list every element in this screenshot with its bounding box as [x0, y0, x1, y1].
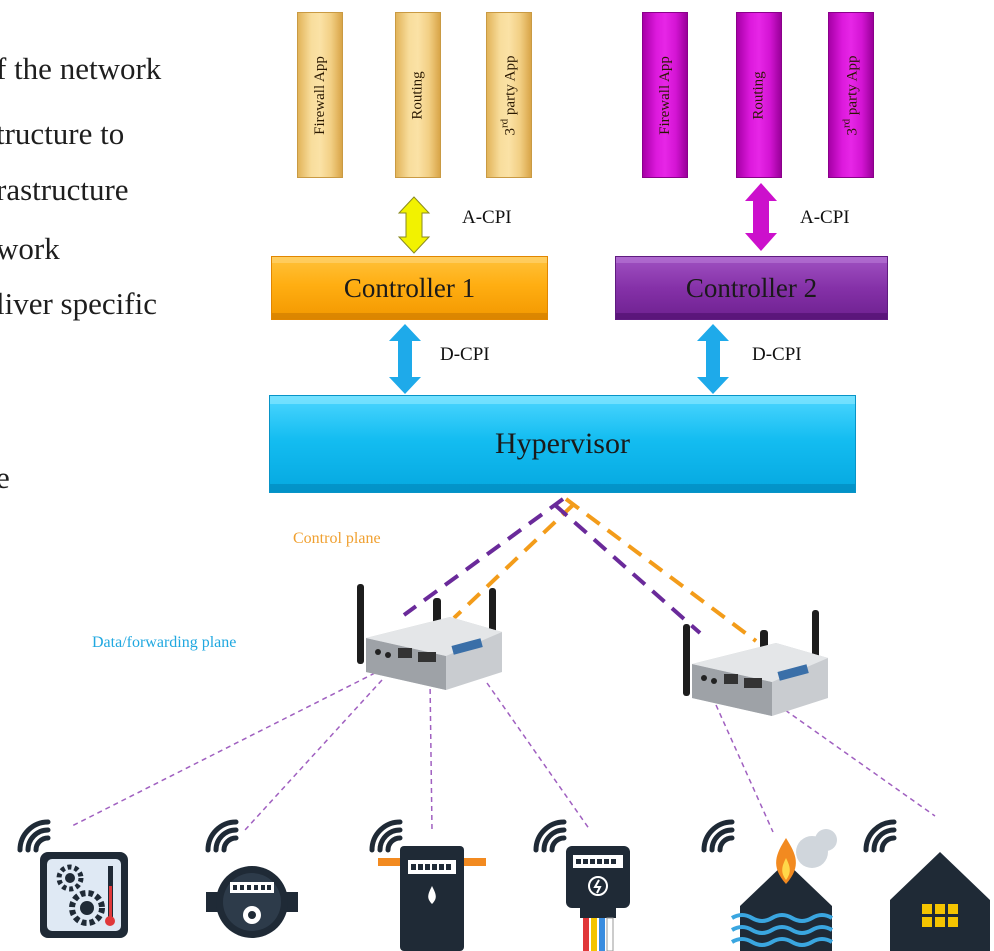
acpi-arrow-1 — [397, 196, 431, 254]
acpi-label-1: A-CPI — [462, 207, 512, 228]
controller-2[interactable]: Controller 2 — [615, 256, 888, 320]
app-routing-1-label: Routing — [409, 70, 426, 120]
smart-house-icon — [866, 822, 990, 951]
gas-meter-icon — [372, 822, 486, 951]
dcpi-arrow-1 — [389, 324, 421, 394]
dash-purple-right — [553, 503, 702, 635]
dcpi-label-2: D-CPI — [752, 344, 802, 365]
dash-orange-right — [564, 497, 758, 643]
app-routing-2[interactable]: Routing — [736, 12, 782, 178]
app-routing-2-label: Routing — [750, 70, 767, 120]
app-third-party-1[interactable]: 3rd party App — [486, 12, 532, 178]
thermostat-device-icon — [20, 822, 128, 938]
dash-purple-left — [402, 497, 565, 617]
side-text-line-4: work — [0, 231, 60, 266]
dcpi-label-1: D-CPI — [440, 344, 490, 365]
side-text-line-1: f the network — [0, 51, 162, 86]
controller-1-label: Controller 1 — [343, 272, 476, 303]
app-firewall-1-label: Firewall App — [311, 55, 328, 135]
app-routing-1[interactable]: Routing — [395, 12, 441, 178]
house-gas-water-icon — [704, 822, 837, 951]
app-third-party-2-label: 3rd party App — [840, 55, 861, 135]
hypervisor-label: Hypervisor — [495, 427, 630, 460]
device-links — [71, 672, 936, 833]
control-plane-label: Control plane — [293, 530, 381, 547]
side-text-line-3: rastructure — [0, 172, 129, 207]
data-plane-label: Data/forwarding plane — [92, 634, 237, 651]
router-icon-2 — [683, 610, 828, 716]
app-firewall-2-label: Firewall App — [656, 55, 673, 135]
side-text-line-6: e — [0, 460, 10, 495]
acpi-label-2: A-CPI — [800, 207, 850, 228]
side-text-line-2: tructure to — [0, 116, 125, 151]
app-third-party-2[interactable]: 3rd party App — [828, 12, 874, 178]
acpi-arrow-2 — [745, 183, 777, 251]
electric-meter-icon — [536, 822, 630, 951]
app-firewall-1[interactable]: Firewall App — [297, 12, 343, 178]
app-firewall-2[interactable]: Firewall App — [642, 12, 688, 178]
hypervisor[interactable]: Hypervisor — [269, 395, 856, 493]
control-plane-lines — [402, 497, 758, 643]
dash-orange-left — [452, 502, 576, 620]
controller-1[interactable]: Controller 1 — [271, 256, 548, 320]
app-third-party-1-label: 3rd party App — [498, 55, 519, 135]
router-icon-1 — [357, 584, 502, 690]
dcpi-arrow-2 — [697, 324, 729, 394]
side-text-line-5: liver specific — [0, 286, 157, 321]
water-meter-icon — [206, 822, 298, 938]
controller-2-label: Controller 2 — [685, 272, 818, 303]
